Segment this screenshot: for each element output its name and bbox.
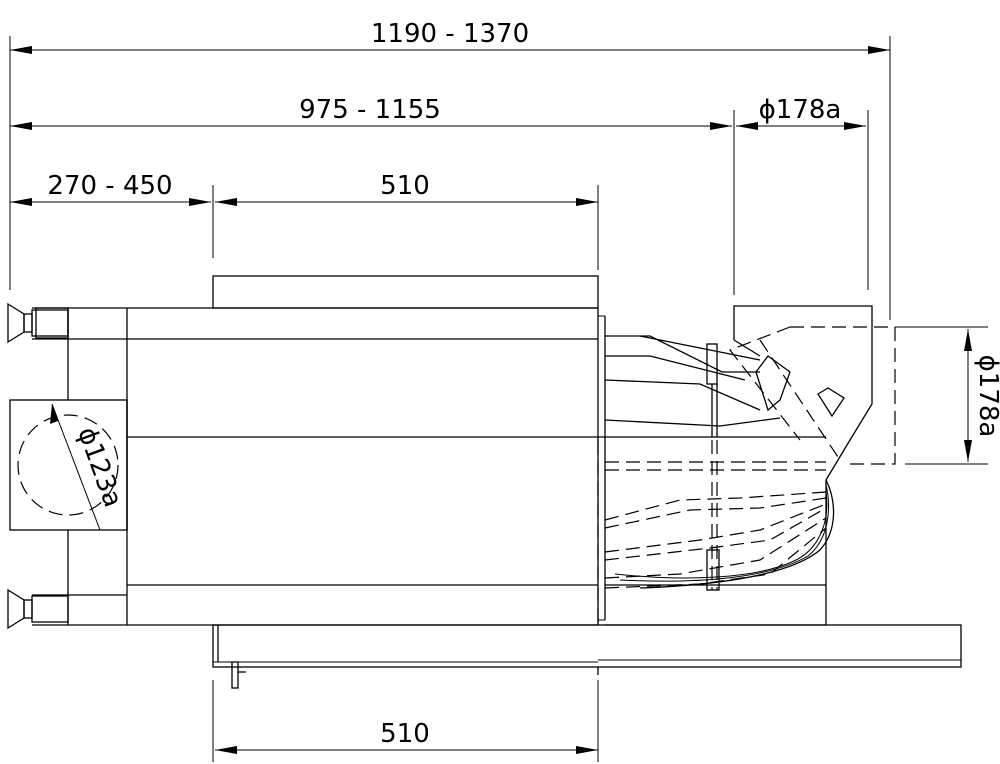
dim-outlet-diameter-h-text: ϕ178a [759,95,842,125]
dim-outlet-diameter-v-text: ϕ178a [973,355,1000,438]
outlet-head [604,305,896,591]
dim-outlet-diameter-h: ϕ178a [736,95,869,290]
dim-body-length-text: 975 - 1155 [299,95,441,125]
dim-overall-length: 1190 - 1370 [9,19,891,320]
dim-body-length: 975 - 1155 [10,95,735,295]
dim-inlet-left-text: 270 - 450 [47,171,172,201]
dim-bottom-frame: 510 [212,680,599,762]
machine-body [7,275,962,689]
dim-bottom-frame-text: 510 [380,719,430,749]
dim-top-frame: 510 [215,171,599,270]
dim-overall-length-text: 1190 - 1370 [371,19,529,49]
dim-inlet-left: 270 - 450 [10,171,214,258]
inlet-port: ϕ123a [9,399,128,531]
dim-port-diameter-text: ϕ123a [71,423,127,511]
dim-top-frame-text: 510 [380,171,430,201]
dim-outlet-diameter-v: ϕ178a [895,326,1000,465]
